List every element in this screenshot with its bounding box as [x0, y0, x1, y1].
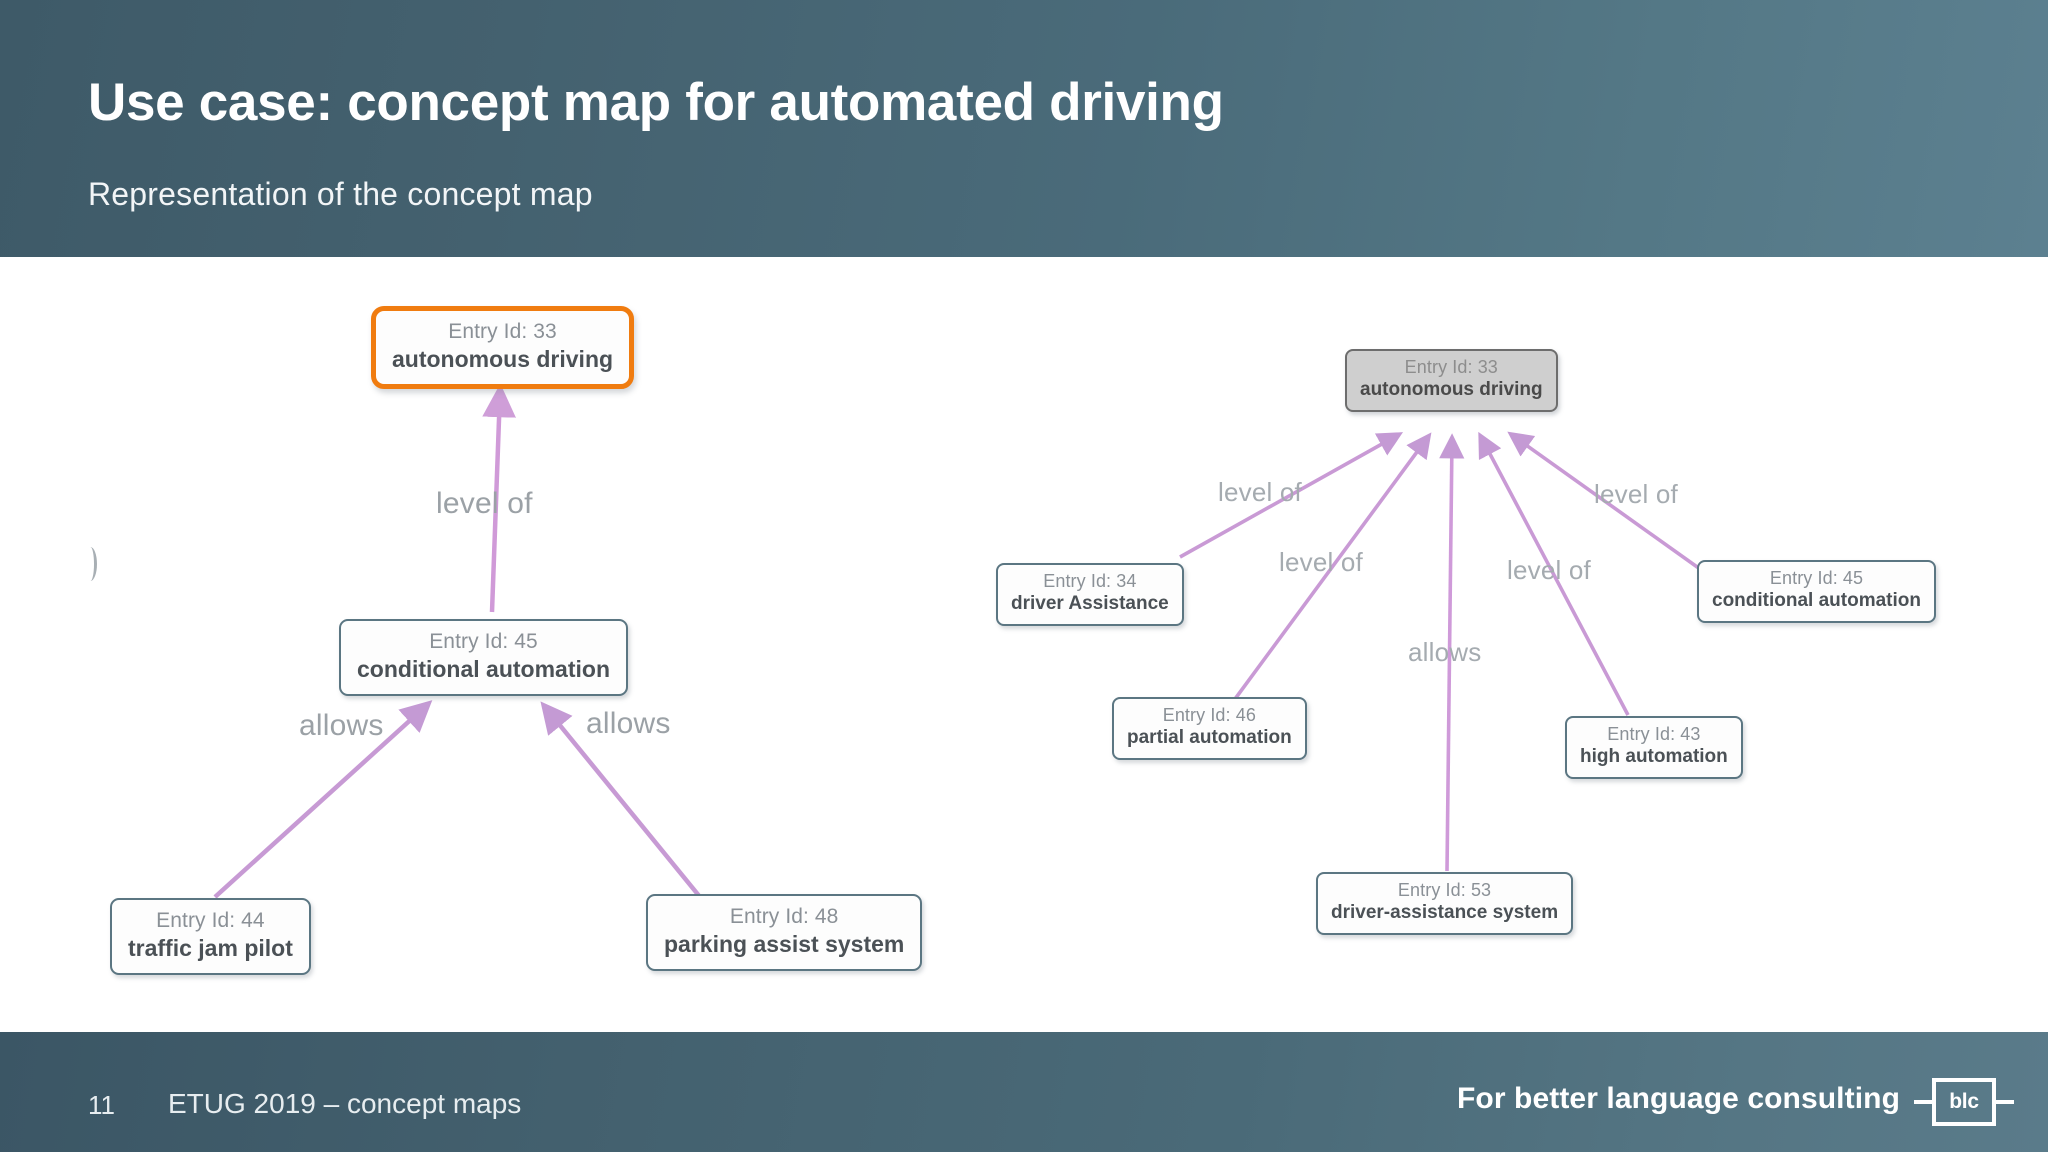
edge-r53-r33 — [1439, 433, 1465, 872]
right-edges — [1179, 431, 1702, 872]
edge-r34-r33 — [1179, 432, 1404, 559]
logo-dash-left — [1914, 1100, 1934, 1104]
edge-label-allows-right: allows — [1408, 637, 1482, 667]
node-id: Entry Id: 53 — [1397, 880, 1492, 900]
edge-label-level-of-right-3: level of — [1507, 555, 1591, 585]
footer-page-number: 11 — [88, 1090, 115, 1120]
node-id: Entry Id: 34 — [1043, 571, 1137, 591]
blc-logo: blc — [1914, 1078, 2014, 1126]
node-id: Entry Id: 48 — [729, 905, 839, 928]
edge-layer — [213, 383, 1702, 899]
node-label: driver Assistance — [1011, 593, 1169, 615]
node-id: Entry Id: 46 — [1162, 705, 1256, 725]
page-subtitle: Representation of the concept map — [88, 176, 593, 212]
edge-label-level-of-left: level of — [436, 487, 533, 520]
node-entry-34-right[interactable]: Entry Id: 34 driver Assistance — [996, 563, 1184, 626]
edge-r45-r33 — [1507, 431, 1702, 571]
node-label: driver-assistance system — [1331, 902, 1559, 924]
page-title: Use case: concept map for automated driv… — [88, 73, 1224, 132]
footer-note: ETUG 2019 – concept maps — [168, 1088, 522, 1119]
node-entry-45-right[interactable]: Entry Id: 45 conditional automation — [1697, 560, 1936, 623]
concept-map-canvas: Entry Id: 33 autonomous driving Entry Id… — [0, 257, 2048, 1032]
node-id: Entry Id: 44 — [156, 909, 265, 932]
edge-label-level-of-right-4: level of — [1594, 479, 1678, 509]
crop-artifact — [86, 547, 97, 581]
node-entry-46-right[interactable]: Entry Id: 46 partial automation — [1112, 697, 1307, 760]
edge-l44-l45 — [213, 700, 433, 899]
footer-tagline: For better language consulting — [1456, 1082, 1900, 1115]
node-label: autonomous driving — [392, 345, 614, 372]
node-id: Entry Id: 33 — [448, 320, 557, 343]
edge-label-level-of-right-1: level of — [1218, 477, 1302, 507]
node-label: parking assist system — [664, 930, 905, 957]
slide-footer — [0, 1032, 2048, 1152]
node-label: traffic jam pilot — [128, 934, 293, 961]
node-id: Entry Id: 33 — [1404, 357, 1498, 377]
logo-dash-right — [1994, 1100, 2014, 1104]
edge-l48-l45 — [540, 701, 702, 899]
edge-r43-r33 — [1478, 431, 1630, 716]
edge-label-allows-left-2: allows — [586, 707, 671, 740]
node-id: Entry Id: 45 — [429, 630, 538, 653]
edge-l45-l33 — [482, 383, 516, 613]
node-entry-33-left[interactable]: Entry Id: 33 autonomous driving — [371, 306, 635, 390]
node-id: Entry Id: 45 — [1769, 568, 1864, 588]
node-entry-33-right[interactable]: Entry Id: 33 autonomous driving — [1345, 349, 1558, 412]
edge-label-level-of-right-2: level of — [1279, 547, 1363, 577]
left-edges — [213, 383, 702, 899]
node-label: conditional automation — [1712, 590, 1921, 612]
node-label: high automation — [1580, 746, 1728, 768]
slide-header: Use case: concept map for automated driv… — [0, 0, 2048, 257]
node-id: Entry Id: 43 — [1607, 724, 1701, 744]
node-entry-45-left[interactable]: Entry Id: 45 conditional automation — [339, 619, 628, 697]
logo-text: blc — [1949, 1090, 1979, 1113]
node-label: partial automation — [1127, 727, 1292, 749]
node-entry-43-right[interactable]: Entry Id: 43 high automation — [1565, 716, 1743, 779]
node-entry-53-right[interactable]: Entry Id: 53 driver-assistance system — [1316, 872, 1574, 935]
node-entry-48-left[interactable]: Entry Id: 48 parking assist system — [646, 894, 923, 972]
node-entry-44-left[interactable]: Entry Id: 44 traffic jam pilot — [110, 898, 311, 976]
node-label: autonomous driving — [1360, 379, 1543, 401]
edge-r46-r33 — [1233, 432, 1432, 701]
node-label: conditional automation — [357, 655, 610, 682]
edge-label-allows-left-1: allows — [299, 709, 384, 742]
